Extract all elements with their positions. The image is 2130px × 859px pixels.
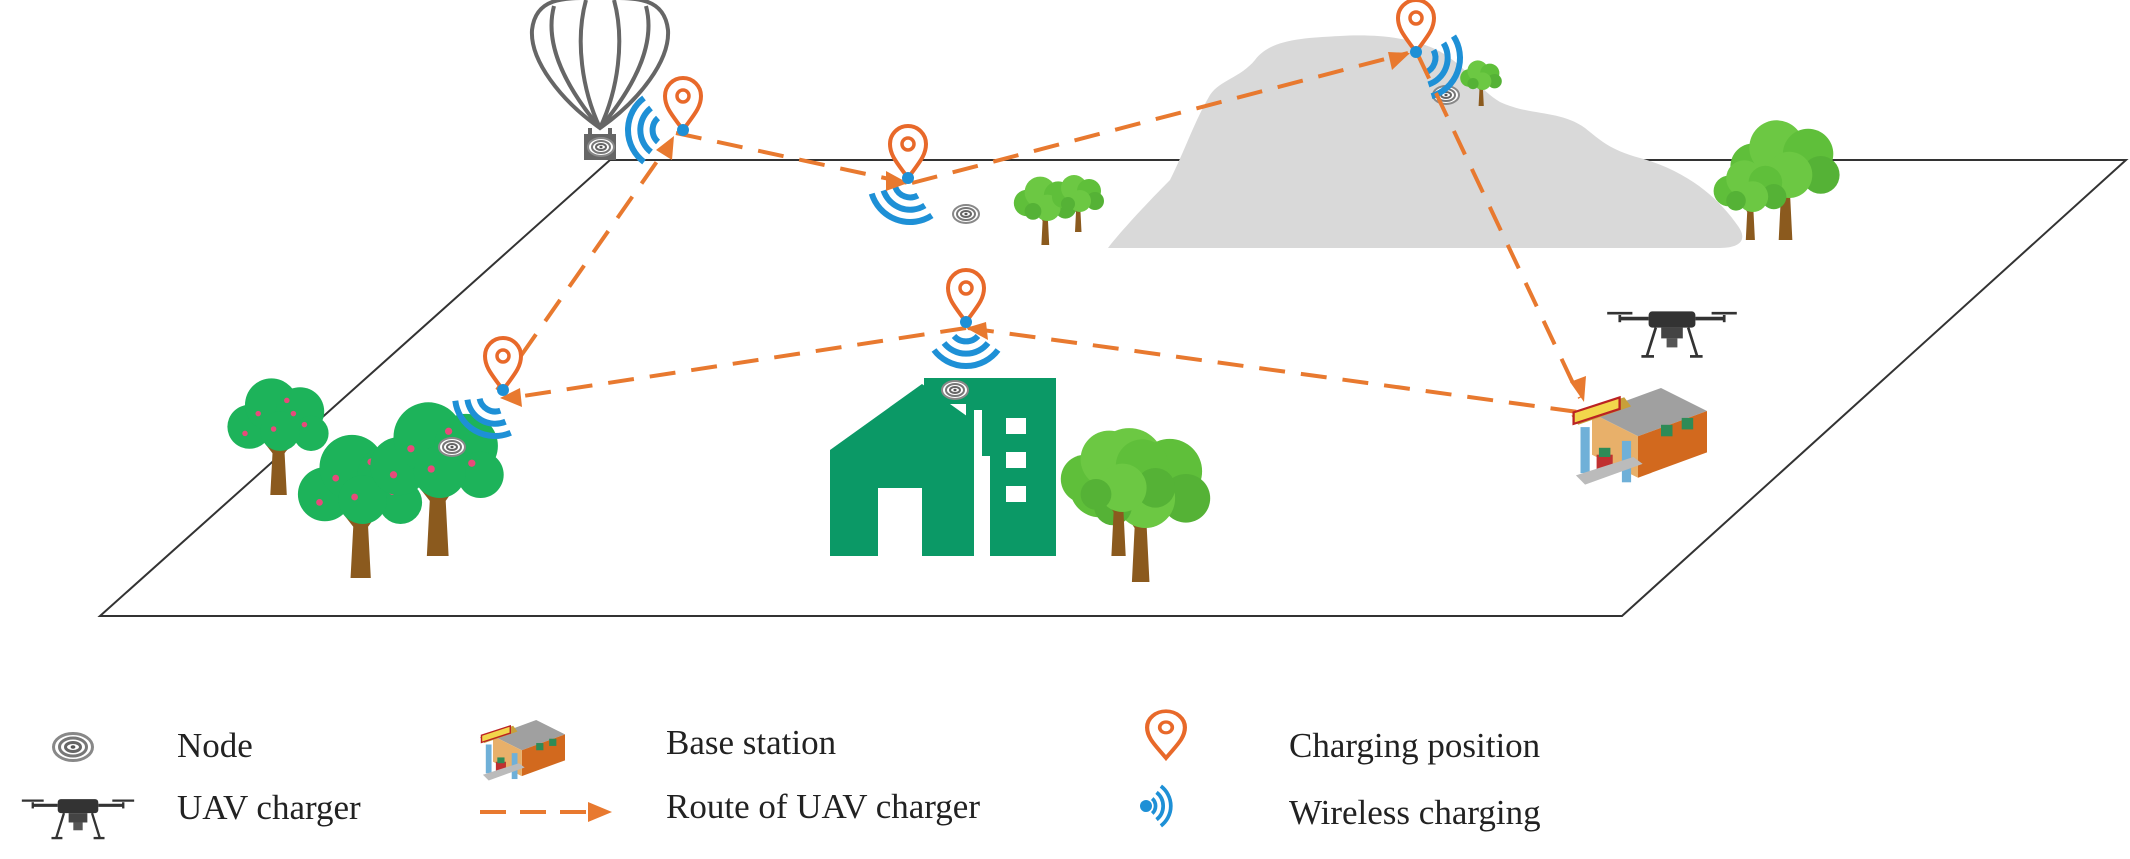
charging-position-icon bbox=[1147, 711, 1185, 758]
legend-route-label: Route of UAV charger bbox=[666, 787, 980, 826]
ground-plane bbox=[97, 159, 2129, 617]
balloon-icon bbox=[529, 0, 671, 160]
mountain-icon bbox=[1108, 35, 1743, 248]
route-arrowheads bbox=[500, 52, 1586, 407]
legend-wireless-charging-label: Wireless charging bbox=[1289, 793, 1541, 832]
node-icon bbox=[587, 137, 615, 157]
route-arrow-icon bbox=[480, 802, 612, 822]
legend-uav-charger-label: UAV charger bbox=[177, 788, 361, 827]
legend-node-label: Node bbox=[177, 726, 253, 765]
legend-base-station-label: Base station bbox=[666, 723, 837, 762]
building-icon bbox=[830, 378, 1056, 556]
route-of-uav-charger bbox=[495, 51, 1582, 414]
charging-position-icon bbox=[663, 76, 703, 132]
wireless-charging-icon bbox=[628, 98, 658, 162]
legend-charging-position-label: Charging position bbox=[1289, 726, 1541, 765]
node-icon bbox=[941, 380, 969, 400]
node-icon bbox=[438, 437, 466, 457]
node-icon bbox=[952, 204, 980, 224]
base-station-icon bbox=[479, 719, 566, 782]
node-icon bbox=[52, 732, 94, 762]
uav-charger-icon bbox=[20, 797, 136, 840]
wireless-charging-icon bbox=[1140, 784, 1173, 828]
